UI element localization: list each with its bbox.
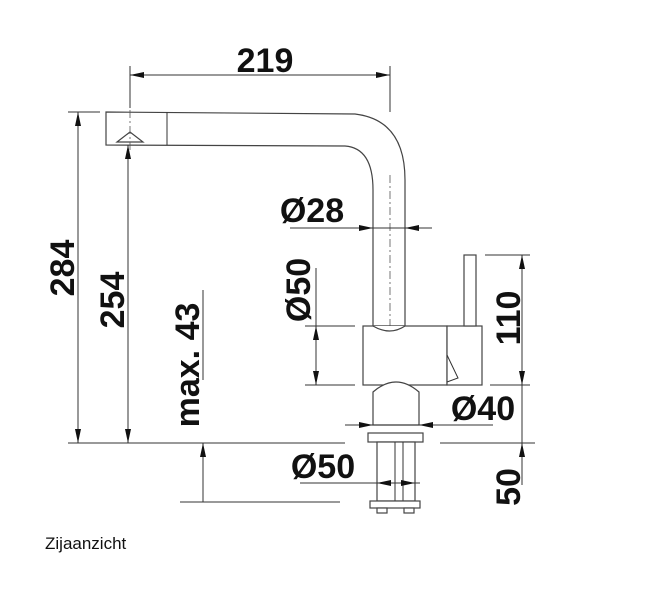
faucet-body: [362, 325, 448, 386]
extension-lines: [68, 66, 535, 503]
svg-text:Ø50: Ø50: [280, 258, 318, 322]
svg-text:Ø50: Ø50: [291, 448, 355, 486]
dimension-diameter-28: Ø28: [280, 192, 432, 231]
lever-housing: [446, 325, 483, 386]
dimension-diameter-50-mount: Ø50: [291, 448, 420, 486]
dimension-254: 254: [94, 145, 132, 443]
view-caption: Zijaanzicht: [45, 534, 127, 553]
dimension-219: 219: [130, 42, 390, 80]
svg-text:50: 50: [490, 468, 528, 506]
dimension-diameter-40: Ø40: [345, 390, 515, 428]
svg-text:219: 219: [237, 42, 294, 80]
faucet-outline: [105, 110, 483, 514]
svg-text:Ø28: Ø28: [280, 192, 344, 230]
dimension-50: 50: [490, 443, 528, 506]
dimension-max-43: max. 43: [169, 290, 207, 502]
lever-handle[interactable]: [463, 254, 477, 327]
svg-text:284: 284: [44, 240, 82, 297]
svg-text:Ø40: Ø40: [451, 390, 515, 428]
dimension-110: 110: [490, 255, 528, 443]
dimension-284: 284: [44, 112, 82, 443]
svg-text:110: 110: [490, 291, 528, 346]
svg-text:254: 254: [94, 272, 132, 329]
dimension-diameter-50-body: Ø50: [280, 258, 319, 385]
svg-text:max. 43: max. 43: [169, 303, 207, 428]
